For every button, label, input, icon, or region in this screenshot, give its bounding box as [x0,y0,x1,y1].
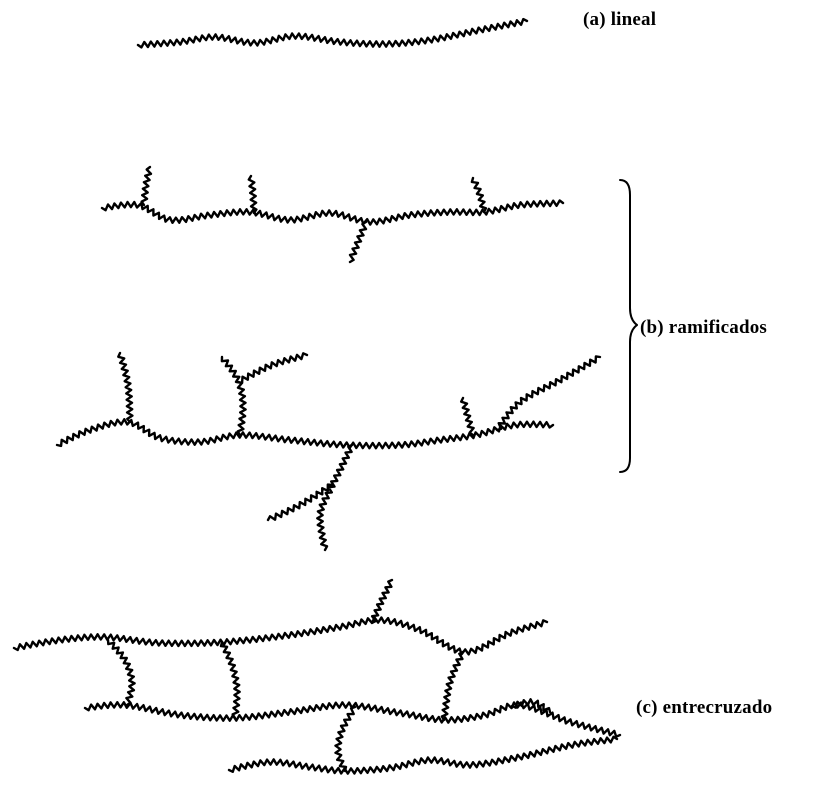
branched-2-arm [238,353,307,383]
crosslink [442,652,463,720]
linear-polymer [138,19,527,47]
linear-chain [138,19,527,47]
crosslink [336,707,356,771]
branched-2-arm [118,353,132,422]
branched-1-arm [142,167,151,205]
crosslink [108,640,135,705]
branched-2-arm [222,357,246,435]
branched-1-arm [350,222,366,262]
branched-2-backbone [57,419,553,448]
crosslink [221,642,240,718]
branched-2-arm [317,445,352,550]
branched-polymer-1 [102,167,563,262]
label-crosslinked: (c) entrecruzado [636,697,772,719]
label-linear: (a) lineal [583,9,656,31]
branched-2-arm [497,356,600,430]
crosslinked-chain-top [14,618,547,655]
branched-1-arm [249,176,257,213]
branched-2-arm [461,398,473,435]
branched-brace [620,180,637,472]
branched-polymer-2 [57,353,600,550]
branched-1-arm [472,178,486,212]
label-branched: (b) ramificados [640,317,767,339]
crosslinked-chain-bottom [229,737,617,774]
branched-1-backbone [102,201,563,225]
crosslinked-polymer [14,580,620,774]
